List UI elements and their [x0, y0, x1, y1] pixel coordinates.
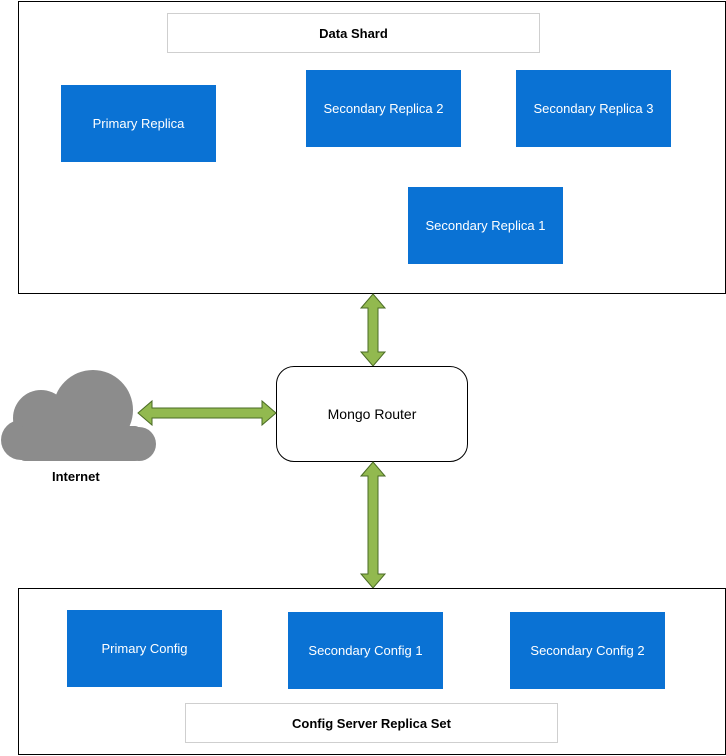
- config-server-title: Config Server Replica Set: [185, 703, 558, 743]
- secondary-replica-2-node: Secondary Replica 2: [306, 70, 461, 147]
- primary-replica-node: Primary Replica: [61, 85, 216, 162]
- cloud-icon: [1, 370, 156, 461]
- secondary-replica-3-node: Secondary Replica 3: [516, 70, 671, 147]
- router-config-arrow: [359, 461, 387, 589]
- secondary-config-2-node: Secondary Config 2: [510, 612, 665, 689]
- secondary-config-1-node: Secondary Config 1: [288, 612, 443, 689]
- internet-router-arrow: [137, 399, 277, 427]
- internet-label: Internet: [52, 469, 100, 484]
- shard-router-arrow: [359, 293, 387, 367]
- primary-config-node: Primary Config: [67, 610, 222, 687]
- data-shard-title: Data Shard: [167, 13, 540, 53]
- secondary-replica-1-node: Secondary Replica 1: [408, 187, 563, 264]
- mongo-router-node: Mongo Router: [276, 366, 468, 462]
